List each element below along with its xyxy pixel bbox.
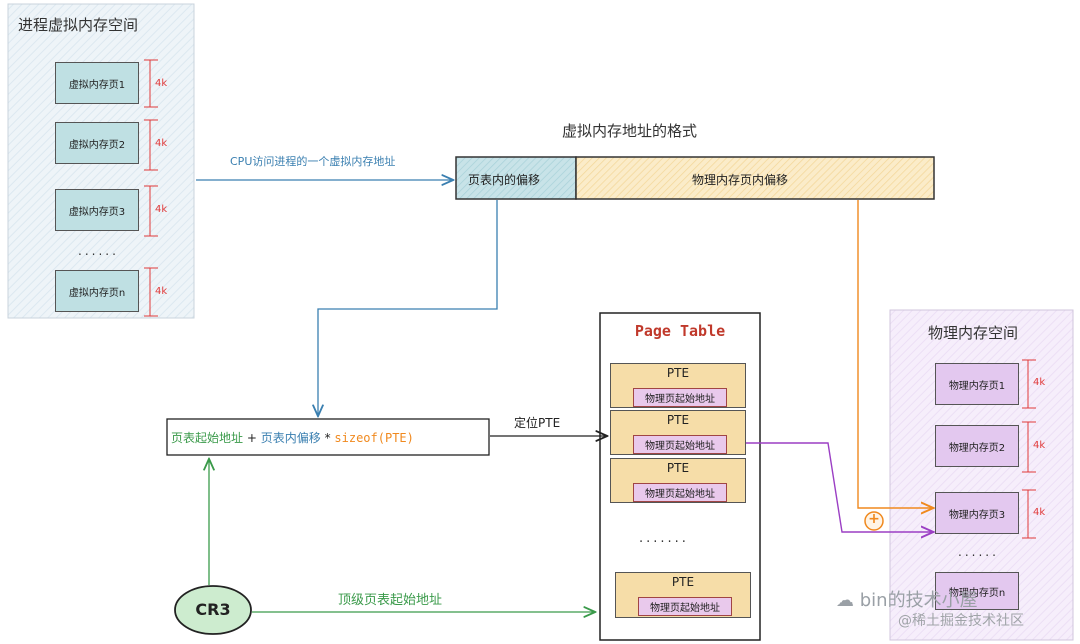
watermark-source: @稀土掘金技术社区 bbox=[898, 613, 1024, 629]
virtual-page-1: 虚拟内存页1 bbox=[55, 62, 139, 104]
page-size-label: 4k bbox=[155, 138, 168, 149]
pte-entry: PTE 物理页起始地址 bbox=[610, 363, 746, 408]
page-size-label: 4k bbox=[155, 286, 168, 297]
formula-sizeof: sizeof(PTE) bbox=[334, 431, 414, 445]
page-size-label: 4k bbox=[1033, 377, 1046, 388]
page-table-ellipsis: ....... bbox=[639, 531, 689, 546]
pte-physical-address: 物理页起始地址 bbox=[633, 483, 727, 502]
pte-physical-address: 物理页起始地址 bbox=[633, 435, 727, 454]
pte-label: PTE bbox=[666, 461, 690, 475]
virtual-ellipsis: ...... bbox=[78, 244, 119, 258]
formula-table-base: 页表起始地址 bbox=[171, 431, 244, 445]
pte-label: PTE bbox=[666, 413, 690, 427]
pte-entry: PTE 物理页起始地址 bbox=[610, 458, 746, 503]
physical-page-1: 物理内存页1 bbox=[935, 363, 1019, 405]
page-size-label: 4k bbox=[155, 78, 168, 89]
address-format-title: 虚拟内存地址的格式 bbox=[562, 122, 698, 140]
virtual-space-title: 进程虚拟内存空间 bbox=[18, 16, 139, 34]
pte-label: PTE bbox=[666, 366, 690, 380]
cpu-access-label: CPU访问进程的一个虚拟内存地址 bbox=[230, 155, 396, 168]
pte-physical-address: 物理页起始地址 bbox=[633, 388, 727, 407]
physical-page-2: 物理内存页2 bbox=[935, 425, 1019, 467]
watermark-title: bin的技术小屋 bbox=[859, 590, 978, 611]
page-size-label: 4k bbox=[155, 204, 168, 215]
physical-page-n: 物理内存页n bbox=[935, 572, 1019, 610]
page-table-offset-field: 页表内的偏移 bbox=[468, 173, 541, 187]
page-size-label: 4k bbox=[1033, 507, 1046, 518]
page-table-title: Page Table bbox=[634, 322, 726, 340]
formula-plus: + bbox=[246, 431, 257, 445]
wechat-icon: ☁ bbox=[836, 590, 854, 611]
formula-offset: 页表内偏移 bbox=[260, 431, 321, 445]
pte-entry: PTE 物理页起始地址 bbox=[615, 572, 751, 618]
watermark-logo: ☁ bin的技术小屋 bbox=[836, 586, 978, 612]
virtual-page-3: 虚拟内存页3 bbox=[55, 189, 139, 231]
cr3-register: CR3 bbox=[195, 600, 231, 619]
physical-space-title: 物理内存空间 bbox=[928, 324, 1019, 342]
physical-page-3: 物理内存页3 bbox=[935, 492, 1019, 534]
page-offset-field: 物理内存页内偏移 bbox=[692, 173, 789, 187]
physical-ellipsis: ...... bbox=[958, 545, 999, 559]
virtual-page-2: 虚拟内存页2 bbox=[55, 122, 139, 164]
formula-times: * bbox=[324, 431, 331, 445]
plus-icon: + bbox=[868, 511, 880, 527]
page-size-label: 4k bbox=[1033, 440, 1046, 451]
pte-physical-address: 物理页起始地址 bbox=[638, 597, 732, 616]
locate-pte-label: 定位PTE bbox=[514, 416, 561, 430]
pte-label: PTE bbox=[671, 575, 695, 589]
pte-address-formula: 页表起始地址 + 页表内偏移 * sizeof(PTE) bbox=[171, 429, 414, 446]
top-level-table-label: 顶级页表起始地址 bbox=[338, 593, 443, 608]
virtual-page-n: 虚拟内存页n bbox=[55, 270, 139, 312]
pte-entry-selected: PTE 物理页起始地址 bbox=[610, 410, 746, 455]
